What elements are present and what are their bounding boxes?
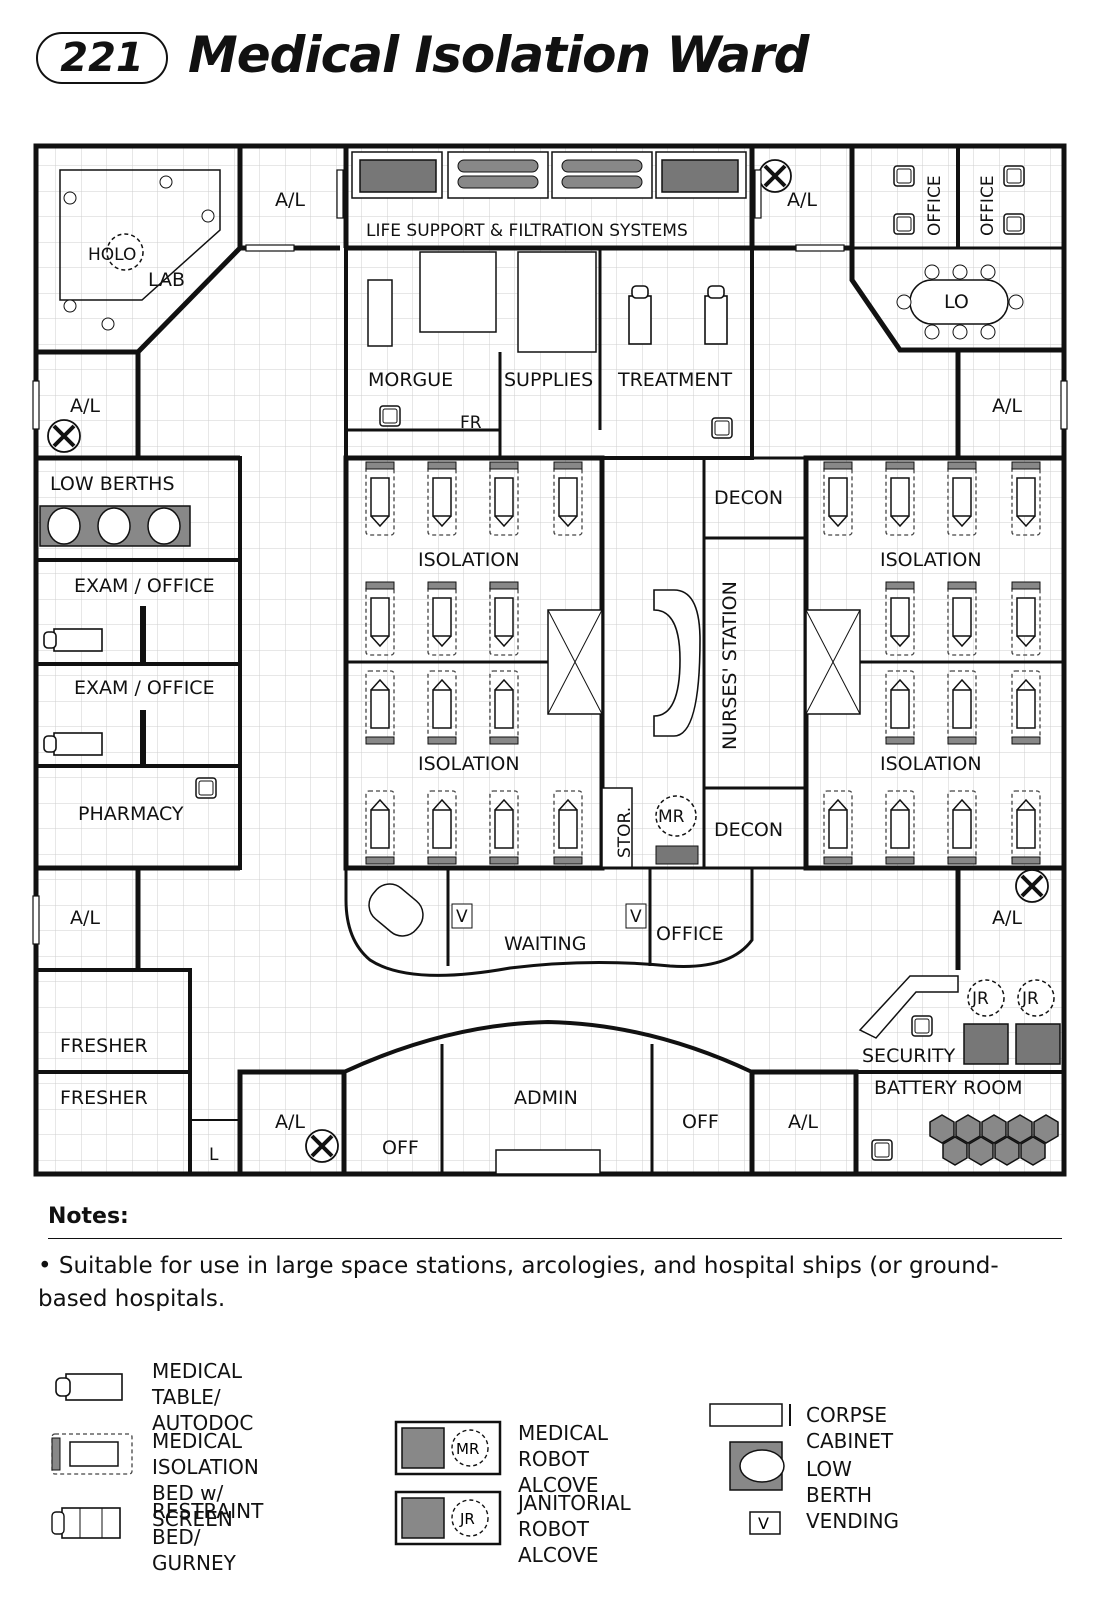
office-label-waiting: OFFICE	[656, 923, 724, 945]
medical-robot-alcove-icon: MR	[394, 1420, 502, 1476]
legend-janitorial-robot: JANITORIAL ROBOT ALCOVE	[518, 1491, 631, 1567]
morgue-label: MORGUE	[368, 369, 453, 391]
janitorial-robot-alcove-icon: JR	[394, 1490, 502, 1546]
medical-table-icon	[55, 1373, 123, 1401]
lab-label: LAB	[148, 269, 185, 291]
legend-vending: VENDING	[806, 1509, 900, 1533]
mr-alcove-label: MR	[658, 807, 685, 827]
admin-label: ADMIN	[514, 1087, 578, 1109]
corpse-cabinet-icon	[709, 1403, 791, 1427]
off-label-right: OFF	[682, 1111, 719, 1133]
lounge-label: LO	[944, 291, 969, 313]
decon-label-north: DECON	[714, 487, 783, 509]
fresher-label-2: FRESHER	[60, 1087, 148, 1109]
airlock-label-bottom-right: A/L	[788, 1111, 818, 1133]
map-number-badge: 221	[36, 32, 168, 84]
off-label-left: OFF	[382, 1137, 419, 1159]
airlock-label-bottom-left: A/L	[275, 1111, 305, 1133]
legend-jr-mark: JR	[459, 1510, 475, 1528]
map-title: Medical Isolation Ward	[188, 26, 809, 84]
supplies-label: SUPPLIES	[504, 369, 593, 391]
notes-section: Notes: • Suitable for use in large space…	[38, 1204, 1062, 1312]
jr-alcove-label-2: JR	[1021, 989, 1039, 1009]
low-berth-icon	[729, 1441, 785, 1491]
note-item: • Suitable for use in large space statio…	[38, 1253, 999, 1312]
legend-icons-col2: MR JR	[394, 1420, 502, 1546]
vending-icon: V	[749, 1511, 781, 1535]
treatment-label: TREATMENT	[617, 369, 733, 391]
airlock-label-top-left: A/L	[275, 189, 305, 211]
low-berths-label: LOW BERTHS	[50, 473, 175, 495]
air-vent-icon	[757, 158, 793, 194]
jr-alcove-label-1: JR	[971, 989, 989, 1009]
fresher-label-1: FRESHER	[60, 1035, 148, 1057]
notes-divider	[48, 1238, 1062, 1239]
legend-medical-table: MEDICAL TABLE/ AUTODOC	[152, 1359, 254, 1435]
decon-label-south: DECON	[714, 819, 783, 841]
legend-low-berth: LOW BERTH	[806, 1457, 873, 1507]
vending-mark-1: V	[456, 907, 468, 927]
lift-label: L	[209, 1145, 219, 1165]
legend-isolation-bed: MEDICAL ISOLATION BED w/ SCREEN	[152, 1429, 259, 1531]
legend-v-mark: V	[758, 1514, 769, 1533]
isolation-label-nw: ISOLATION	[418, 549, 520, 571]
airlock-label-right-lower: A/L	[992, 907, 1022, 929]
office-label-top-1: OFFICE	[925, 175, 945, 236]
security-label: SECURITY	[862, 1045, 956, 1067]
vending-mark-2: V	[630, 907, 642, 927]
legend-corpse-cabinet: CORPSE CABINET	[806, 1403, 894, 1453]
storage-label: STOR.	[615, 807, 635, 858]
isolation-label-sw: ISOLATION	[418, 753, 520, 775]
notes-heading: Notes:	[48, 1204, 129, 1229]
restraint-bed-icon	[51, 1507, 121, 1539]
isolation-label-ne: ISOLATION	[880, 549, 982, 571]
nurses-station-label: NURSES' STATION	[719, 581, 741, 750]
battery-room-label: BATTERY ROOM	[874, 1077, 1023, 1099]
legend-medical-robot: MEDICAL ROBOT ALCOVE	[518, 1421, 608, 1497]
floor-plan: LIFE SUPPORT & FILTRATION SYSTEMS A/L A/…	[32, 143, 1068, 1177]
low-berth-units	[39, 505, 191, 547]
pharmacy-label: PHARMACY	[78, 803, 184, 825]
fridge-label: FR	[460, 413, 482, 433]
airlock-label-left-upper: A/L	[70, 395, 100, 417]
airlock-label-right-upper: A/L	[992, 395, 1022, 417]
isolation-label-se: ISOLATION	[880, 753, 982, 775]
legend-icons-col3: V	[709, 1403, 791, 1535]
life-support-machinery	[351, 151, 747, 199]
battery-cells	[929, 1114, 1059, 1166]
waiting-label: WAITING	[504, 933, 587, 955]
legend-icons-col1	[51, 1373, 133, 1539]
isolation-bed-icon	[51, 1433, 133, 1475]
legend-restraint-bed: RESTRAINT BED/ GURNEY	[152, 1499, 264, 1575]
exam-office-label-1: EXAM / OFFICE	[74, 575, 215, 597]
office-label-top-2: OFFICE	[978, 175, 998, 236]
holo-label: HOLO	[88, 245, 136, 265]
airlock-label-top-right: A/L	[787, 189, 817, 211]
exam-office-label-2: EXAM / OFFICE	[74, 677, 215, 699]
airlock-label-left-lower: A/L	[70, 907, 100, 929]
legend-mr-mark: MR	[456, 1440, 479, 1458]
life-support-label: LIFE SUPPORT & FILTRATION SYSTEMS	[366, 221, 688, 241]
